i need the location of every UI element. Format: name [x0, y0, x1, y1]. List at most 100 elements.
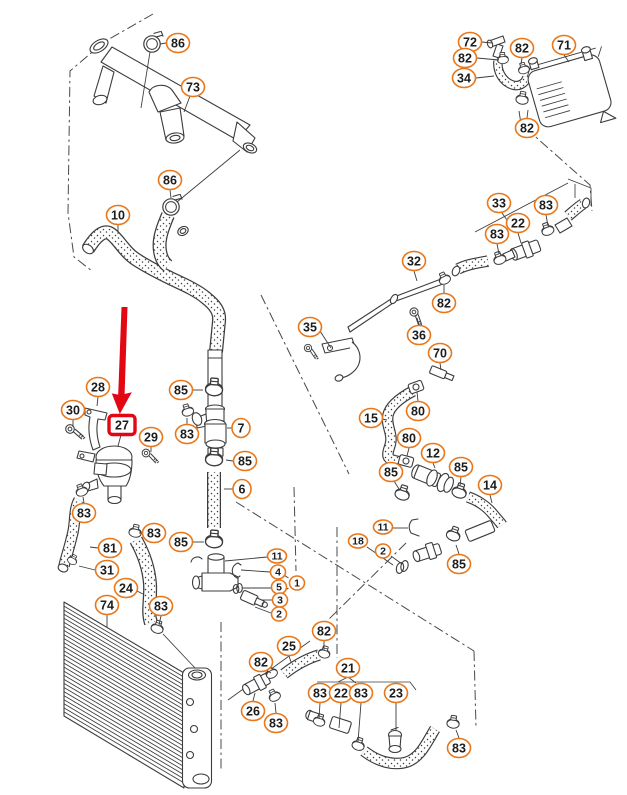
- callout-85[interactable]: 85: [168, 531, 205, 553]
- callout-31[interactable]: 31: [78, 559, 120, 581]
- svg-text:82: 82: [458, 51, 472, 65]
- callout-74[interactable]: 74: [94, 594, 120, 628]
- callout-85[interactable]: 85: [225, 450, 258, 472]
- callout-73[interactable]: 73: [180, 76, 206, 113]
- hose-15-valve-12: [381, 379, 507, 529]
- callout-83[interactable]: 83: [263, 702, 289, 734]
- callout-86[interactable]: 86: [159, 32, 191, 54]
- callout-27[interactable]: 27: [107, 413, 137, 447]
- callout-83[interactable]: 83: [148, 595, 174, 626]
- callout-82[interactable]: 82: [452, 47, 500, 69]
- callout-82[interactable]: 82: [509, 37, 535, 65]
- clamp-83-outlet: [127, 522, 144, 539]
- callout-1[interactable]: 1: [288, 575, 306, 591]
- callout-80[interactable]: 80: [396, 427, 422, 457]
- callout-36[interactable]: 36: [406, 317, 432, 346]
- callout-83[interactable]: 83: [348, 682, 374, 743]
- callout-11[interactable]: 11: [372, 519, 409, 535]
- callout-11[interactable]: 11: [224, 548, 288, 564]
- arrow-shape: [111, 307, 132, 414]
- callout-25[interactable]: 25: [276, 635, 302, 663]
- callout-14[interactable]: 14: [477, 474, 503, 504]
- callout-6[interactable]: 6: [224, 478, 252, 500]
- clamp-85-left: [393, 482, 413, 503]
- callout-30[interactable]: 30: [60, 399, 86, 428]
- callout-32[interactable]: 32: [401, 250, 427, 282]
- callout-82[interactable]: 82: [248, 651, 274, 674]
- bolt-35: [301, 342, 323, 361]
- callout-12[interactable]: 12: [420, 442, 446, 469]
- callout-83[interactable]: 83: [139, 522, 167, 544]
- svg-text:22: 22: [511, 216, 525, 230]
- callout-83[interactable]: 83: [71, 496, 97, 524]
- callout-24[interactable]: 24: [113, 577, 144, 599]
- callout-85[interactable]: 85: [378, 461, 404, 490]
- svg-text:85: 85: [174, 383, 188, 397]
- clamp-85d: [444, 524, 464, 544]
- callout-22[interactable]: 22: [505, 212, 531, 244]
- callout-82[interactable]: 82: [514, 109, 540, 139]
- callout-7[interactable]: 7: [227, 417, 251, 439]
- callout-2[interactable]: 2: [254, 606, 288, 622]
- callout-81[interactable]: 81: [89, 537, 123, 559]
- callout-28[interactable]: 28: [85, 376, 111, 407]
- clamp-82c: [514, 90, 530, 106]
- callout-82[interactable]: 82: [311, 620, 337, 651]
- callout-86[interactable]: 86: [157, 169, 183, 199]
- callout-85[interactable]: 85: [446, 544, 472, 575]
- callout-10[interactable]: 10: [105, 204, 131, 235]
- callout-34[interactable]: 34: [451, 67, 495, 89]
- callout-83[interactable]: 83: [174, 418, 200, 445]
- thermostat-housing: [190, 553, 289, 608]
- svg-text:83: 83: [490, 227, 504, 241]
- callout-26[interactable]: 26: [240, 692, 266, 722]
- svg-text:4: 4: [275, 567, 281, 579]
- svg-text:83: 83: [154, 599, 168, 613]
- hose-assembly-33: [451, 197, 591, 277]
- callout-82[interactable]: 82: [431, 285, 457, 314]
- svg-text:83: 83: [354, 686, 368, 700]
- svg-text:11: 11: [377, 522, 388, 534]
- svg-text:6: 6: [239, 482, 246, 496]
- svg-text:74: 74: [100, 598, 114, 612]
- svg-text:36: 36: [412, 328, 426, 342]
- callout-70[interactable]: 70: [427, 342, 453, 371]
- valve-12: [411, 464, 455, 493]
- callout-83[interactable]: 83: [307, 682, 333, 720]
- callout-83[interactable]: 83: [533, 194, 559, 227]
- callout-83[interactable]: 83: [484, 223, 510, 255]
- callout-33[interactable]: 33: [486, 192, 512, 221]
- callout-85[interactable]: 85: [448, 456, 474, 487]
- callout-3[interactable]: 3: [262, 592, 289, 608]
- svg-text:83: 83: [77, 506, 91, 520]
- callout-35[interactable]: 35: [297, 316, 332, 349]
- svg-text:85: 85: [454, 460, 468, 474]
- plug-2: [412, 541, 442, 563]
- svg-text:24: 24: [119, 581, 133, 595]
- callout-2[interactable]: 2: [374, 543, 403, 565]
- callout-21[interactable]: 21: [335, 657, 361, 679]
- callout-83[interactable]: 83: [446, 729, 472, 759]
- retaining-clip-4: [231, 562, 242, 579]
- highlight-arrow: [111, 307, 132, 414]
- callout-29[interactable]: 29: [138, 426, 164, 453]
- o-ring-5: [232, 583, 240, 595]
- sensor-3: [240, 590, 268, 608]
- callout-80[interactable]: 80: [405, 391, 431, 422]
- svg-text:82: 82: [254, 655, 268, 669]
- svg-text:2: 2: [276, 609, 282, 621]
- clamp-83e: [265, 686, 283, 704]
- connector-26: [242, 673, 271, 696]
- callout-4[interactable]: 4: [240, 564, 287, 580]
- callout-85[interactable]: 85: [168, 379, 204, 401]
- callout-23[interactable]: 23: [383, 682, 409, 732]
- svg-text:82: 82: [520, 121, 534, 135]
- svg-text:70: 70: [433, 346, 447, 360]
- svg-text:71: 71: [557, 38, 571, 52]
- svg-text:21: 21: [341, 661, 355, 675]
- callout-15[interactable]: 15: [358, 407, 388, 429]
- callout-71[interactable]: 71: [551, 34, 577, 63]
- aux-water-pump-27: [57, 407, 166, 636]
